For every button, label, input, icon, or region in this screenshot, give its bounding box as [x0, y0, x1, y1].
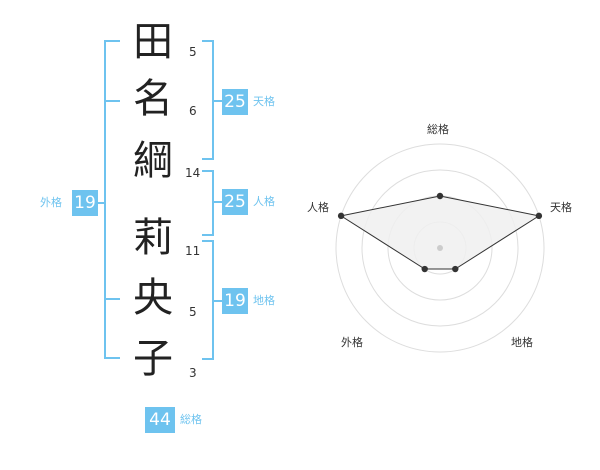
soukaku-label: 総格 — [180, 413, 202, 426]
gaikaku-label: 外格 — [40, 196, 62, 209]
jinkaku-label: 人格 — [253, 195, 275, 208]
radar-label-chikaku: 地格 — [511, 336, 533, 349]
radar-label-gaikaku: 外格 — [341, 336, 363, 349]
name-char-4: 莉 — [133, 215, 173, 261]
radar-label-soukaku: 総格 — [427, 123, 449, 136]
name-char-5: 央 — [133, 275, 173, 321]
stroke-count-6: 3 — [189, 366, 197, 380]
stroke-count-1: 5 — [189, 45, 197, 59]
radar-point — [337, 212, 345, 220]
chikaku-value: 19 — [222, 288, 248, 314]
name-char-1: 田 — [133, 19, 173, 65]
soukaku-value: 44 — [145, 407, 175, 433]
radar-label-jinkaku: 人格 — [307, 201, 329, 214]
tenkaku-value: 25 — [222, 89, 248, 115]
tenkaku-label: 天格 — [253, 95, 275, 108]
name-char-2: 名 — [133, 76, 173, 122]
stroke-count-3: 14 — [185, 166, 201, 180]
radar-point — [436, 192, 444, 200]
radar-grid-ring — [335, 143, 545, 353]
name-char-6: 子 — [133, 336, 173, 382]
radar-value-polygon — [339, 195, 541, 270]
stroke-count-2: 6 — [189, 104, 197, 118]
radar-point — [452, 265, 459, 273]
radar-point — [421, 265, 428, 273]
chikaku-label: 地格 — [253, 294, 275, 307]
radar-center-dot — [437, 245, 443, 251]
name-char-3: 綱 — [133, 138, 173, 184]
stroke-count-5: 5 — [189, 305, 197, 319]
jinkaku-value: 25 — [222, 189, 248, 215]
gaikaku-value: 19 — [72, 190, 98, 216]
radar-point — [535, 212, 543, 220]
stroke-count-4: 11 — [185, 244, 201, 258]
radar-label-tenkaku: 天格 — [550, 201, 572, 214]
radar-grid-ring — [361, 169, 519, 327]
